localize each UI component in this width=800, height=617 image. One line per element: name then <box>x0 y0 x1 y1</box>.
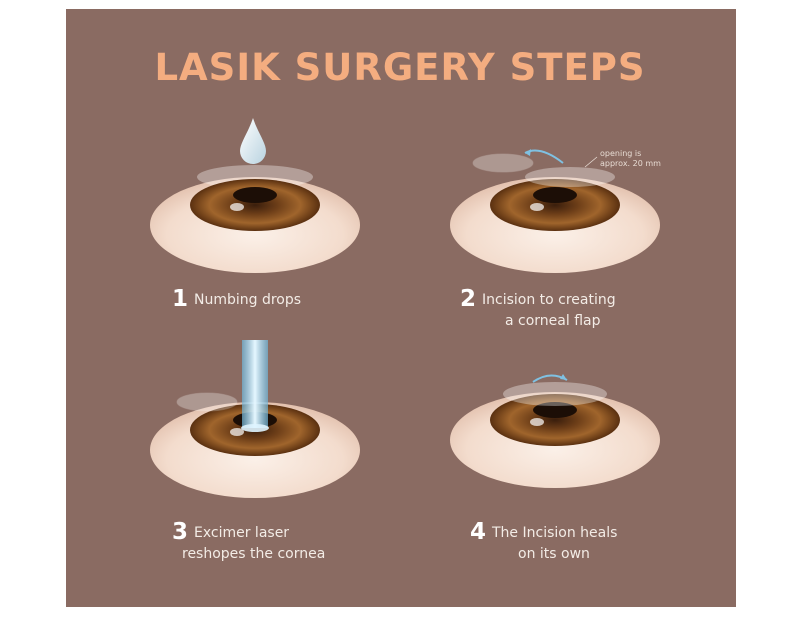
laser-spot <box>241 424 269 432</box>
eye-illustration-step-4 <box>450 374 660 488</box>
annotation-leader <box>584 156 598 168</box>
flap-size-annotation: opening is approx. 20 mm <box>600 149 661 168</box>
step-text-line2: a corneal flap <box>505 313 601 329</box>
pupil <box>533 187 577 203</box>
iris <box>490 394 620 446</box>
cornea <box>525 167 615 187</box>
eye-highlight <box>530 203 544 211</box>
diagram-panel <box>66 9 736 607</box>
step-number: 1 <box>172 286 189 312</box>
iris <box>190 179 320 231</box>
diagram-title: LASIK SURGERY STEPS <box>154 46 646 89</box>
step-text-line2: on its own <box>518 546 590 562</box>
eye-illustration-step-3 <box>150 340 360 498</box>
flap-icon <box>176 392 238 412</box>
eye-illustration-step-1 <box>150 118 360 273</box>
pupil <box>233 187 277 203</box>
drop-icon <box>240 118 266 164</box>
eye-illustration-step-2 <box>450 149 660 273</box>
cornea <box>503 382 607 406</box>
step-text-line1: Excimer laser <box>194 525 290 541</box>
step-number: 2 <box>460 286 477 312</box>
eye-highlight <box>530 418 544 426</box>
step-number: 4 <box>470 519 487 545</box>
step-text-line1: The Incision heals <box>492 525 618 541</box>
iris <box>490 179 620 231</box>
step-text-line1: Incision to creating <box>482 292 616 308</box>
pupil <box>533 402 577 418</box>
eye-highlight <box>230 428 244 436</box>
laser-beam-icon <box>242 340 268 428</box>
step-text-line1: Numbing drops <box>194 292 302 308</box>
eye-highlight <box>230 203 244 211</box>
step-text-line2: reshopes the cornea <box>182 546 326 562</box>
flap-icon <box>472 153 534 173</box>
step-number: 3 <box>172 519 189 545</box>
